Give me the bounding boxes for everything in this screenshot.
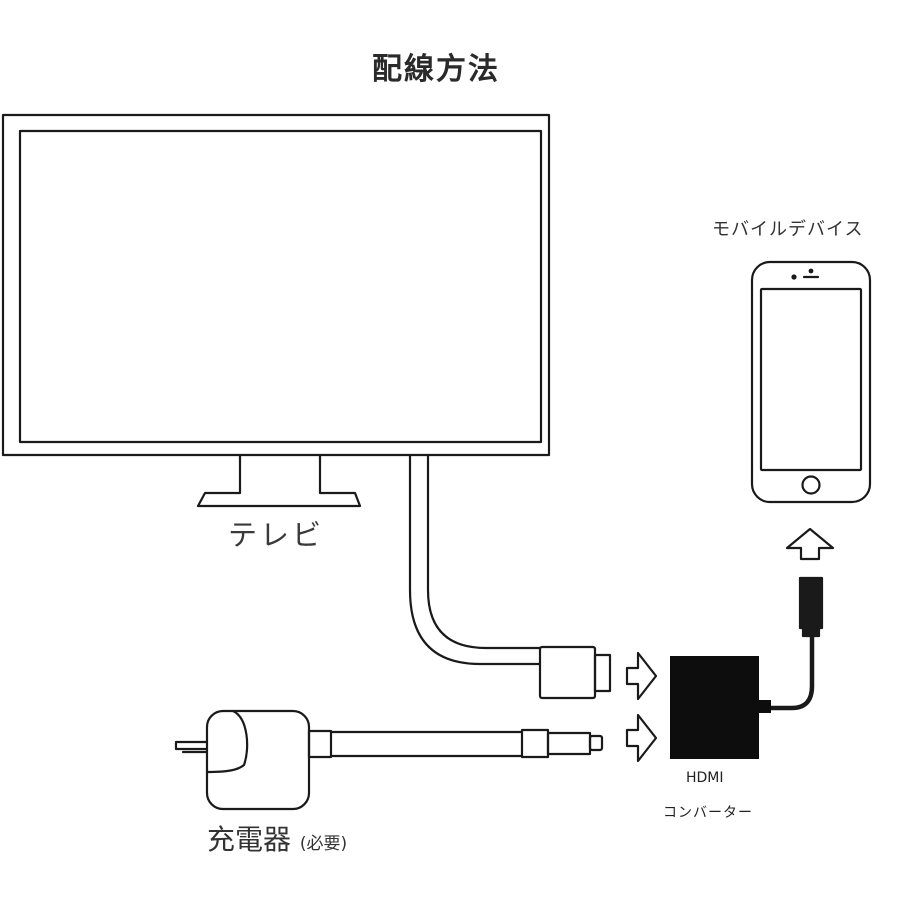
converter-port bbox=[759, 700, 771, 713]
charger-body bbox=[205, 709, 311, 811]
hdmi-plug-tip bbox=[593, 653, 612, 693]
charger-prong-outline bbox=[205, 709, 249, 774]
mobile-device-label: モバイルデバイス bbox=[712, 219, 864, 240]
phone-body bbox=[750, 260, 872, 504]
hdmi-converter-label-line1: HDMI bbox=[686, 770, 724, 786]
lightning-plug-collar bbox=[801, 626, 821, 638]
hdmi-cable bbox=[408, 453, 612, 700]
tv-stand bbox=[196, 453, 362, 508]
tv-frame bbox=[1, 113, 551, 457]
phone-output-arrow bbox=[785, 527, 835, 561]
power-input-arrow bbox=[625, 713, 658, 763]
plug-pin-upper bbox=[174, 740, 209, 751]
lightning-plug-body bbox=[798, 576, 824, 630]
phone-camera bbox=[791, 274, 797, 280]
page-title: 配線方法 bbox=[372, 52, 500, 87]
hdmi-plug-body bbox=[538, 645, 597, 700]
charger-label-text: 充電器 bbox=[207, 823, 292, 856]
usb-plug-body bbox=[520, 728, 550, 759]
hdmi-converter-box bbox=[670, 656, 759, 759]
phone-home-button bbox=[801, 475, 821, 495]
tv-screen bbox=[18, 129, 543, 444]
usb-plug-tip bbox=[546, 731, 592, 756]
hdmi-input-arrow bbox=[625, 651, 658, 701]
charger-cable bbox=[329, 730, 524, 758]
tv-label: テレビ bbox=[228, 518, 325, 552]
charger-required-note: (必要) bbox=[299, 834, 348, 854]
phone-screen bbox=[759, 287, 863, 472]
usb-plug-end bbox=[588, 734, 604, 752]
charger-cable-collar bbox=[307, 729, 333, 759]
lightning-cable bbox=[767, 576, 824, 711]
hdmi-converter-label-line2: コンバーター bbox=[663, 805, 753, 821]
charger-label: 充電器 (必要) bbox=[207, 818, 347, 858]
phone-sensor bbox=[808, 268, 814, 274]
tv-monitor bbox=[1, 113, 551, 508]
charger bbox=[174, 709, 604, 811]
mobile-device bbox=[750, 260, 872, 504]
